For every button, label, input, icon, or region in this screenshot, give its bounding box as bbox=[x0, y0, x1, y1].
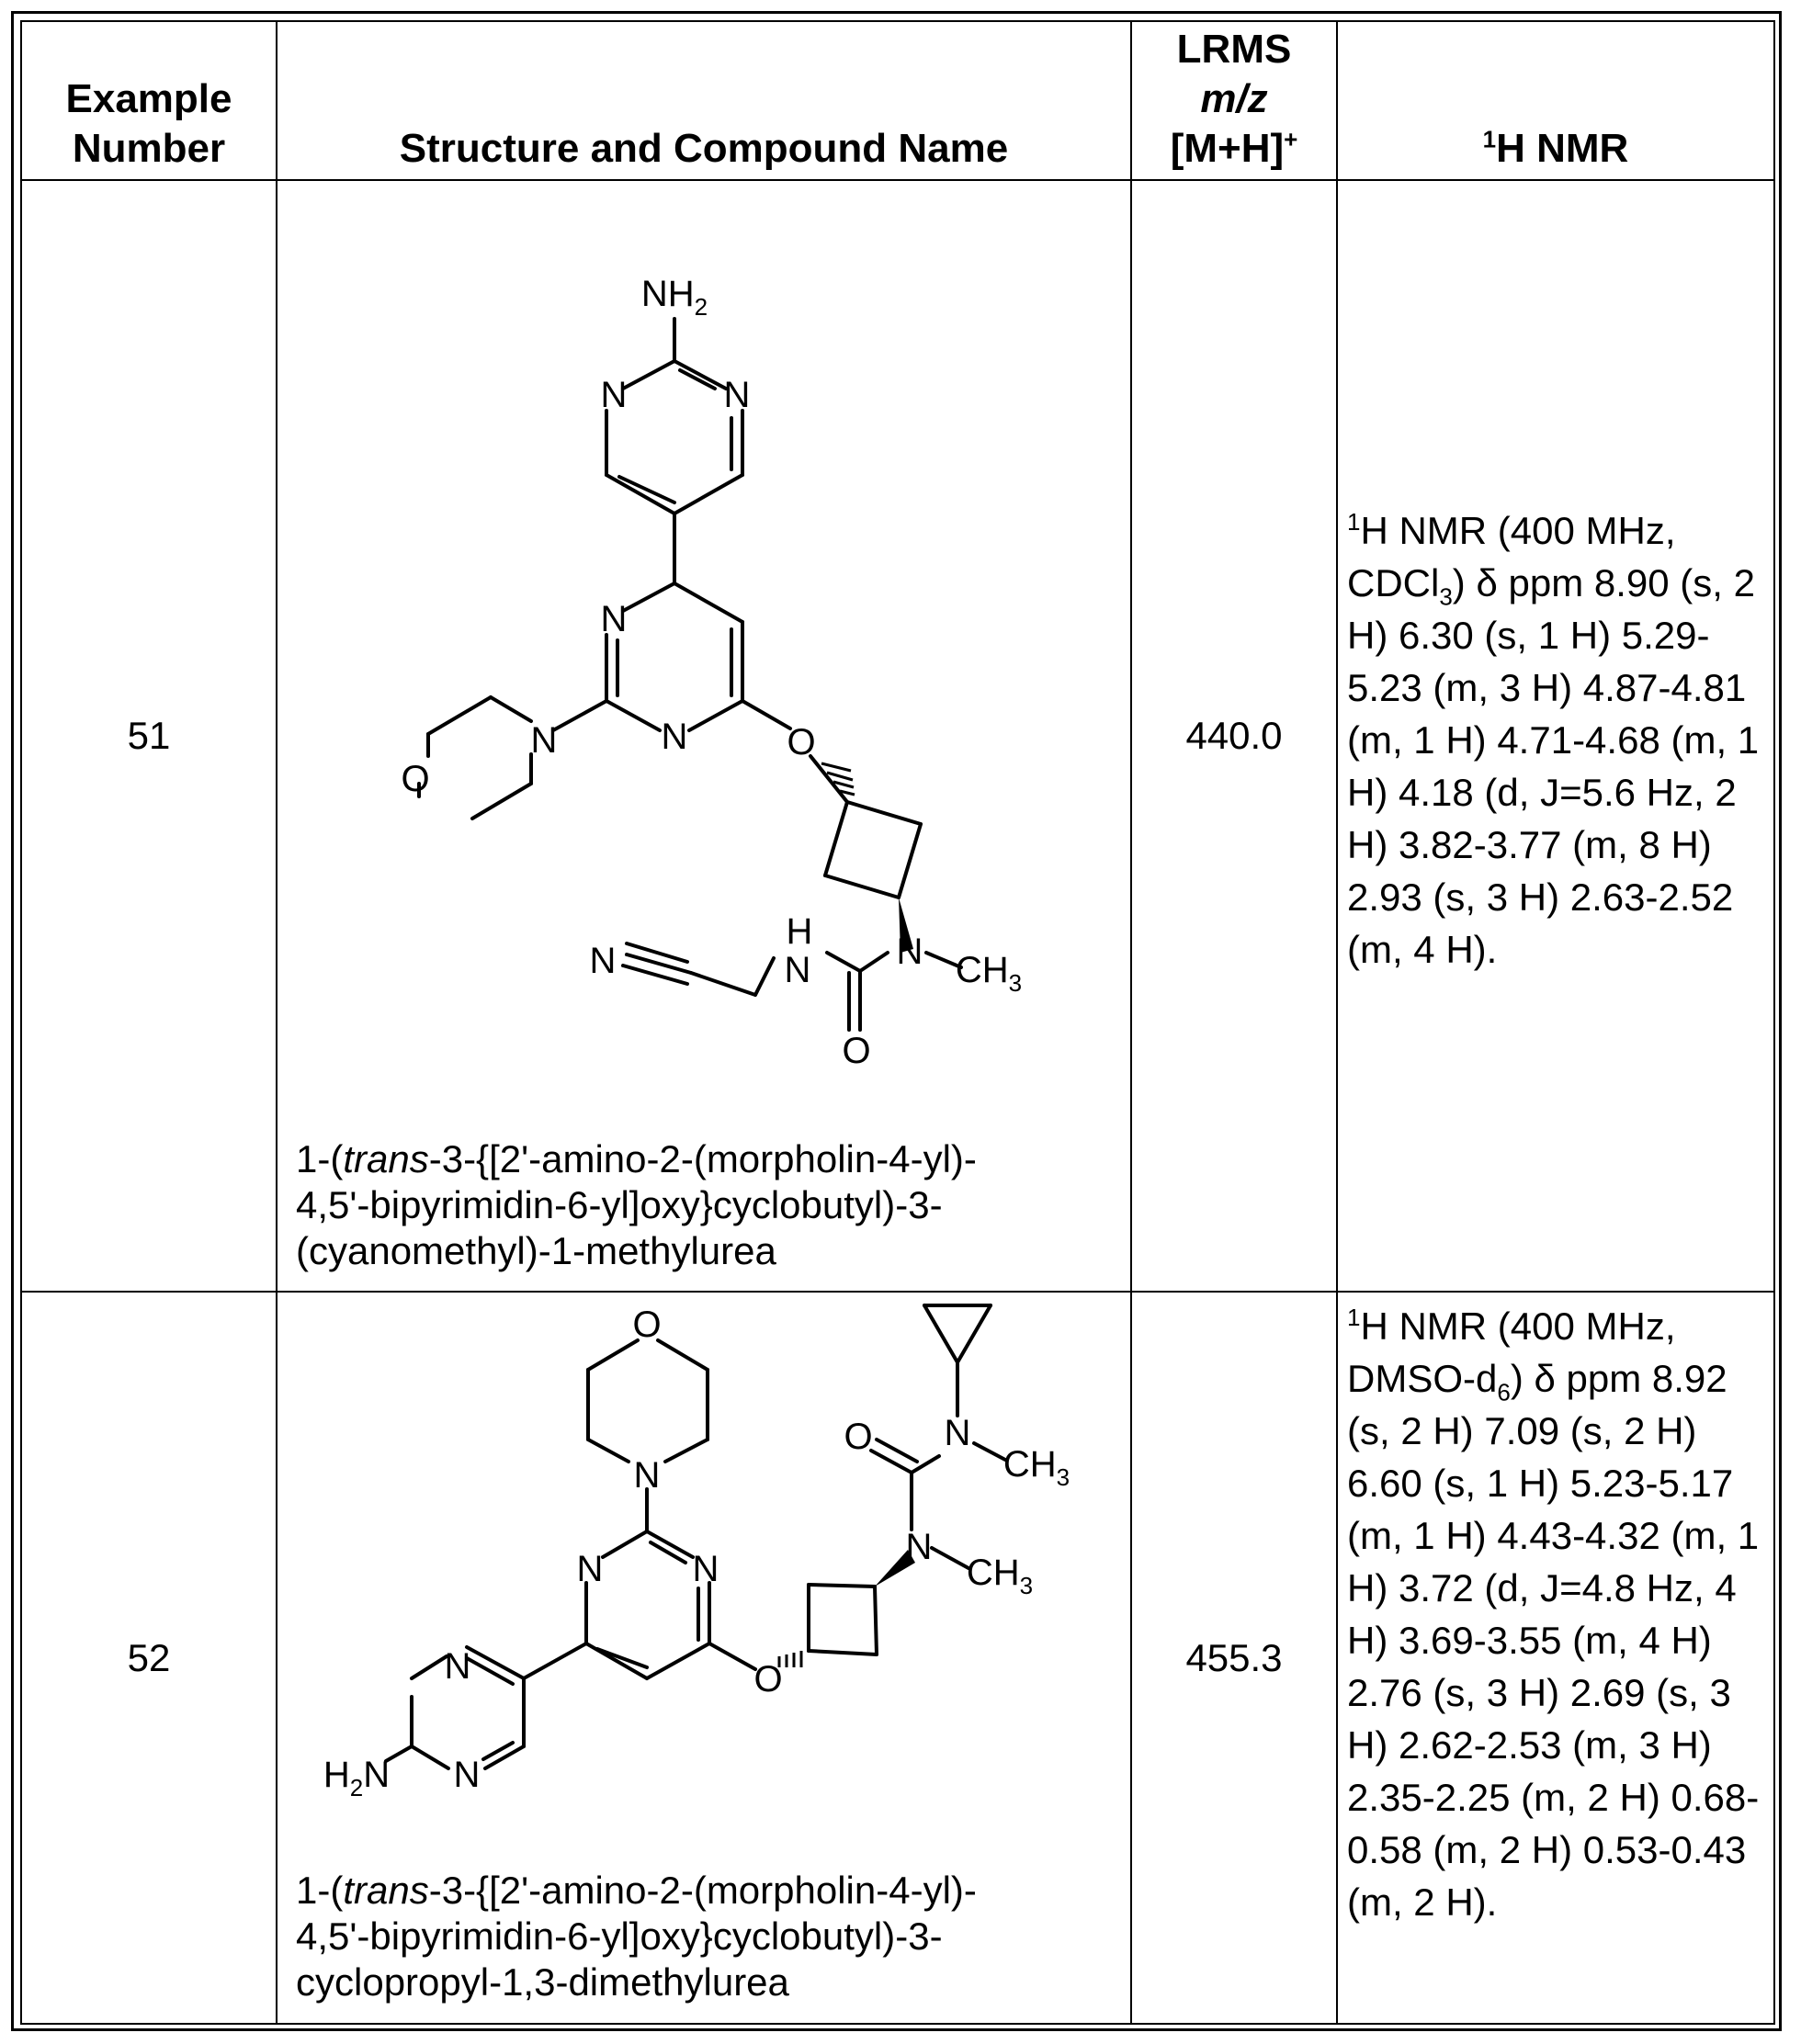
header-example-line1: Example bbox=[66, 76, 232, 121]
compound-name-line3: (cyanomethyl)-1-methylurea bbox=[296, 1229, 776, 1272]
nmr-text-c: ) δ ppm 8.92 (s, 2 H) 7.09 (s, 2 H) 6.60… bbox=[1347, 1357, 1759, 1924]
header-example-number: ExampleNumber bbox=[21, 21, 277, 180]
compound-name-line3: cyclopropyl-1,3-dimethylurea bbox=[296, 1960, 789, 2004]
atom-n: N bbox=[906, 1527, 933, 1567]
nmr-text-a: H NMR (400 MHz, bbox=[1360, 509, 1675, 552]
header-example-line2: Number bbox=[73, 126, 225, 171]
atom-n: N bbox=[785, 950, 811, 990]
atom-o: O bbox=[753, 1659, 782, 1700]
lrms-cell: 455.3 bbox=[1131, 1292, 1337, 2024]
table-row: 52 bbox=[21, 1292, 1774, 2024]
nmr-solvent-sub: 3 bbox=[1439, 582, 1452, 610]
atom-n: N bbox=[601, 375, 628, 415]
lrms-cell: 440.0 bbox=[1131, 180, 1337, 1292]
atom-ch3: CH3 bbox=[956, 950, 1022, 997]
compound-name-italic: trans bbox=[343, 1869, 428, 1912]
nmr-solvent-sub: 6 bbox=[1497, 1378, 1510, 1406]
atom-n: N bbox=[601, 599, 628, 639]
nmr-text-c: ) δ ppm 8.90 (s, 2 H) 6.30 (s, 1 H) 5.29… bbox=[1347, 561, 1759, 971]
atom-n: N bbox=[590, 941, 617, 981]
structure-cell: O N N N O N N H2N N CH3 O N CH3 1-(trans… bbox=[277, 1292, 1131, 2024]
structure-cell: NH2 N N N N O N O N CH3 H N O N 1-(trans… bbox=[277, 180, 1131, 1292]
header-lrms-line1: LRMS bbox=[1177, 27, 1292, 72]
example-number-cell: 51 bbox=[21, 180, 277, 1292]
header-lrms: LRMSm/z [M+H]+ bbox=[1131, 21, 1337, 180]
header-nmr-label: H NMR bbox=[1496, 126, 1628, 171]
atom-o: O bbox=[842, 1031, 870, 1071]
atom-n: N bbox=[945, 1413, 971, 1453]
compound-name-prefix: 1-( bbox=[296, 1869, 343, 1912]
compound-name-italic: trans bbox=[343, 1137, 428, 1180]
lrms-value: 440.0 bbox=[1185, 714, 1282, 757]
atom-h2n: H2N bbox=[323, 1755, 390, 1801]
nmr-solvent: DMSO-d bbox=[1347, 1357, 1497, 1400]
nmr-solvent: CDCl bbox=[1347, 561, 1439, 604]
atom-nh2: NH2 bbox=[641, 274, 708, 321]
atom-h: H bbox=[787, 911, 813, 952]
atom-n: N bbox=[445, 1646, 471, 1687]
compound-name: 1-(trans-3-{[2'-amino-2-(morpholin-4-yl)… bbox=[296, 1136, 1130, 1274]
structure-diagram-52: O N N N O N N H2N N CH3 O N CH3 bbox=[278, 1293, 1128, 1868]
compound-table: ExampleNumber Structure and Compound Nam… bbox=[20, 20, 1775, 2025]
header-nmr: 1H NMR bbox=[1337, 21, 1774, 180]
nmr-cell: 1H NMR (400 MHz, CDCl3) δ ppm 8.90 (s, 2… bbox=[1337, 180, 1774, 1292]
example-number: 52 bbox=[128, 1636, 171, 1679]
compound-name-line1: -3-{[2'-amino-2-(morpholin-4-yl)- bbox=[429, 1869, 977, 1912]
nmr-text-a: H NMR (400 MHz, bbox=[1360, 1304, 1675, 1348]
atom-n: N bbox=[724, 375, 751, 415]
structure-diagram-51: NH2 N N N N O N O N CH3 H N O N bbox=[278, 181, 1128, 1136]
compound-name-prefix: 1-( bbox=[296, 1137, 343, 1180]
example-number-cell: 52 bbox=[21, 1292, 277, 2024]
compound-name-line2: 4,5'-bipyrimidin-6-yl]oxy}cyclobutyl)-3- bbox=[296, 1914, 943, 1958]
compound-name-line1: -3-{[2'-amino-2-(morpholin-4-yl)- bbox=[429, 1137, 977, 1180]
nmr-sup: 1 bbox=[1347, 508, 1360, 536]
header-lrms-line3: [M+H] bbox=[1171, 126, 1284, 171]
atom-ch3: CH3 bbox=[1003, 1444, 1070, 1491]
atom-o: O bbox=[401, 759, 429, 799]
atom-n: N bbox=[577, 1549, 604, 1589]
atom-n: N bbox=[454, 1755, 481, 1795]
nmr-cell: 1H NMR (400 MHz, DMSO-d6) δ ppm 8.92 (s,… bbox=[1337, 1292, 1774, 2024]
table-row: 51 bbox=[21, 180, 1774, 1292]
atom-n: N bbox=[693, 1549, 719, 1589]
atom-n: N bbox=[662, 717, 688, 757]
atom-o: O bbox=[632, 1304, 661, 1345]
nmr-sup: 1 bbox=[1347, 1304, 1360, 1331]
atom-n: N bbox=[634, 1455, 661, 1496]
atom-n: N bbox=[531, 720, 558, 761]
header-nmr-sup: 1 bbox=[1483, 125, 1496, 152]
atom-o: O bbox=[844, 1417, 872, 1457]
atom-n: N bbox=[897, 932, 923, 972]
atom-o: O bbox=[787, 722, 815, 762]
example-number: 51 bbox=[128, 714, 171, 757]
atom-ch3: CH3 bbox=[967, 1553, 1033, 1599]
lrms-value: 455.3 bbox=[1185, 1636, 1282, 1679]
header-structure: Structure and Compound Name bbox=[277, 21, 1131, 180]
header-lrms-line2: m/z bbox=[1200, 76, 1267, 121]
compound-name-line2: 4,5'-bipyrimidin-6-yl]oxy}cyclobutyl)-3- bbox=[296, 1183, 943, 1226]
header-row: ExampleNumber Structure and Compound Nam… bbox=[21, 21, 1774, 180]
header-lrms-sup: + bbox=[1284, 125, 1297, 152]
compound-name: 1-(trans-3-{[2'-amino-2-(morpholin-4-yl)… bbox=[296, 1868, 1130, 2005]
header-structure-label: Structure and Compound Name bbox=[400, 126, 1009, 171]
